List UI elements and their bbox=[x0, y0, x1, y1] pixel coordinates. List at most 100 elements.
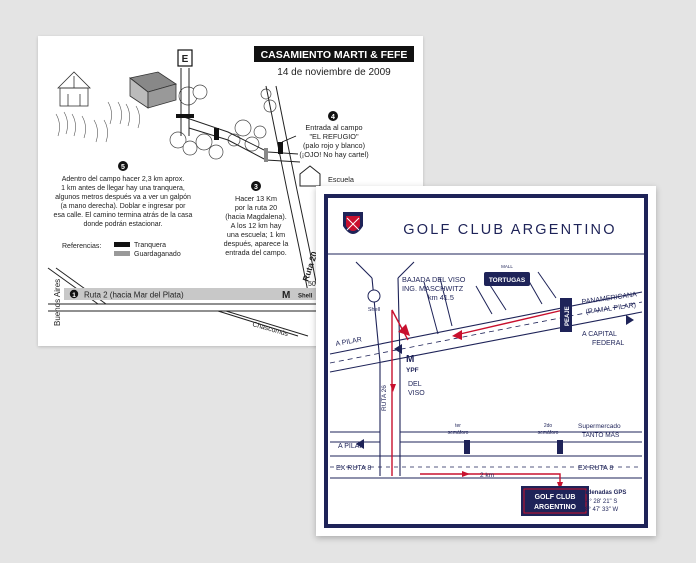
step-5-line: donde podrán estacionar. bbox=[83, 221, 162, 228]
supermercado-line: TANTO MÁS bbox=[582, 430, 620, 439]
tranquera-marker bbox=[278, 142, 283, 154]
tranquera-marker bbox=[176, 114, 194, 118]
tortugas-badge bbox=[484, 272, 530, 286]
club-crest-icon bbox=[343, 212, 363, 234]
ter-semaforo-line: semáforo bbox=[448, 430, 469, 436]
ter-semaforo-line: ter bbox=[455, 423, 461, 429]
bajada-line: BAJADA DEL VISO bbox=[402, 275, 466, 284]
ruta-26-road bbox=[355, 261, 415, 476]
wedding-title: CASAMIENTO MARTI & FEFE bbox=[261, 49, 408, 61]
step-5-line: algunos metros después va a ver un galpó… bbox=[55, 194, 191, 201]
step-3-line: una escuela; 1 km bbox=[227, 230, 285, 239]
step-5-line: (a mano derecha). Doblar e ingresar por bbox=[61, 203, 187, 210]
wedding-date: 14 de noviembre de 2009 bbox=[277, 67, 391, 78]
step-3-line: por la ruta 20 bbox=[235, 203, 277, 212]
step-4-number: 4 bbox=[331, 114, 335, 121]
mcdonalds-icon: M bbox=[406, 354, 414, 365]
step-5-line: 1 km antes de llegar hay una tranquera, bbox=[61, 185, 185, 192]
tortugas-small-label: MALL bbox=[501, 264, 513, 269]
step-4-line: Entrada al campo bbox=[305, 123, 362, 132]
golf-club-map: GOLF CLUB ARGENTINO bbox=[328, 212, 644, 516]
destination-line: ARGENTINO bbox=[534, 504, 577, 511]
step-5-badge bbox=[118, 161, 128, 171]
km-50-label: 50 bbox=[308, 281, 316, 288]
tranquera-marker bbox=[214, 128, 219, 140]
direction-arrow-icon bbox=[356, 439, 364, 449]
e-sign-label: E bbox=[182, 54, 189, 65]
del-viso-line: DEL bbox=[408, 381, 422, 388]
del-viso-line: VISO bbox=[408, 390, 425, 397]
bajada-line: ING. MASCHWITZ bbox=[402, 284, 464, 293]
school-icon bbox=[299, 165, 321, 187]
step-3-number: 3 bbox=[254, 184, 258, 191]
card-frame bbox=[324, 194, 648, 528]
gps-line: 58° 47' 33" W bbox=[582, 507, 619, 513]
gps-title: Coordenadas GPS bbox=[574, 490, 627, 496]
do-semaforo-line: 2do bbox=[544, 423, 553, 429]
legend-title: Referencias: bbox=[62, 243, 101, 250]
step-4-line: (palo rojo y blanco) bbox=[303, 141, 365, 150]
direction-arrow-icon bbox=[394, 344, 402, 354]
route-arrow-icon bbox=[390, 384, 396, 392]
guardaganado-marker bbox=[264, 148, 268, 162]
buenos-aires-label: Buenos Aires bbox=[53, 279, 62, 326]
grass-icon bbox=[55, 101, 140, 143]
step-4-line: "EL REFUGIO" bbox=[309, 132, 359, 141]
ex-ruta-8-label: EX RUTA 8 bbox=[578, 465, 613, 472]
step-3-badge bbox=[251, 181, 261, 191]
step-4-pointer bbox=[281, 135, 297, 143]
wedding-title-bar bbox=[254, 46, 414, 62]
do-semaforo-line: semáforo bbox=[538, 430, 559, 436]
legend-label: Tranquera bbox=[134, 242, 166, 249]
shell-label: Shell bbox=[298, 294, 313, 300]
destination-box bbox=[521, 486, 589, 516]
ypf-label: YPF bbox=[406, 367, 419, 374]
ex-ruta-8-label: EX RUTA 8 bbox=[336, 465, 371, 472]
route-arrow-icon bbox=[452, 330, 462, 340]
destination-line: GOLF CLUB bbox=[535, 494, 576, 501]
ruta-2-label: Ruta 2 (hacia Mar del Plata) bbox=[84, 291, 184, 300]
step-3-line: Hacer 13 Km bbox=[235, 194, 277, 203]
ruta-26-label: RUTA 26 bbox=[381, 385, 388, 411]
a-capital-line: A CAPITAL bbox=[582, 331, 617, 338]
shed-icon bbox=[129, 71, 177, 109]
chascomus-label: Chascomús bbox=[251, 321, 289, 338]
route-arrow-icon bbox=[462, 471, 470, 477]
step-3-line: entrada del campo. bbox=[225, 248, 287, 257]
panamericana-highway bbox=[329, 291, 643, 373]
gps-line: 34° 28' 21" S bbox=[583, 499, 618, 505]
step-5-number: 5 bbox=[121, 164, 125, 171]
house-icon bbox=[57, 71, 91, 107]
step-1-number: 1 bbox=[72, 292, 76, 299]
peaje-badge bbox=[560, 298, 572, 332]
e-sign bbox=[177, 49, 193, 67]
a-pilar-label: A PILAR bbox=[335, 336, 362, 347]
step-4-badge bbox=[328, 111, 338, 121]
step-3-line: (hacia Magdalena). bbox=[225, 212, 287, 221]
mcdonalds-icon: M bbox=[282, 290, 290, 301]
step-1-badge bbox=[69, 289, 79, 299]
step-3-line: A los 12 km hay bbox=[231, 221, 282, 230]
step-5-line: esa calle. El camino termina atrás de la… bbox=[54, 212, 193, 219]
peaje-label: PEAJE bbox=[565, 306, 571, 326]
distance-label: 2 km bbox=[480, 472, 494, 479]
step-3-line: después, aparece la bbox=[224, 239, 289, 248]
golf-club-map-card: GOLF CLUB ARGENTINO bbox=[316, 186, 656, 536]
destination-box-inner bbox=[523, 488, 587, 514]
shell-icon bbox=[367, 289, 381, 303]
shell-label: Shell bbox=[368, 307, 380, 313]
school-label: Escuela bbox=[328, 175, 355, 184]
route-arrow-icon bbox=[398, 324, 410, 336]
traffic-light-icon bbox=[557, 440, 563, 454]
legend-swatch-tranquera bbox=[114, 242, 130, 247]
legend-swatch-guardaganado bbox=[114, 251, 130, 256]
route-path bbox=[391, 307, 573, 486]
legend-label: Guardaganado bbox=[134, 251, 181, 258]
bajada-line: km 41.5 bbox=[428, 293, 454, 302]
club-title: GOLF CLUB ARGENTINO bbox=[403, 222, 616, 238]
step-4-line: (¡OJO! No hay cartel) bbox=[299, 150, 368, 159]
traffic-light-icon bbox=[464, 440, 470, 454]
supermercado-line: Supermercado bbox=[578, 423, 621, 430]
wedding-map: CASAMIENTO MARTI & FEFE 14 de noviembre … bbox=[47, 46, 414, 338]
a-capital-line: FEDERAL bbox=[592, 340, 624, 347]
